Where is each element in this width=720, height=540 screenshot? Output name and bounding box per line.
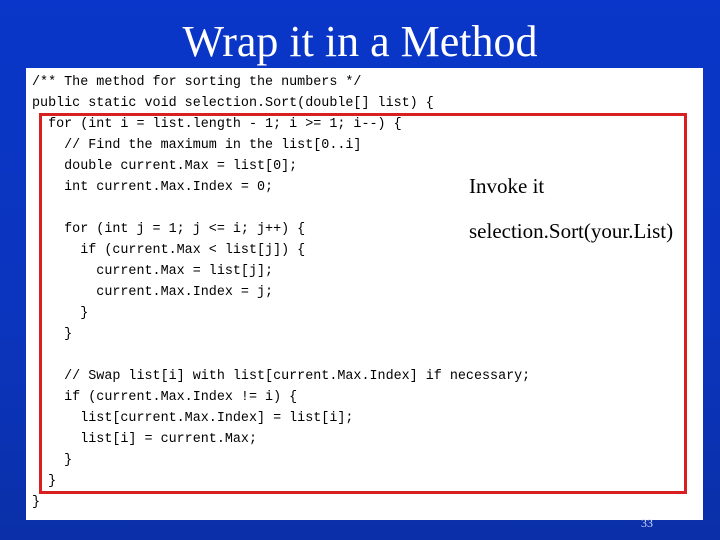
code-line: }	[32, 474, 57, 489]
code-line: for (int j = 1; j <= i; j++) {	[32, 222, 306, 237]
code-line: if (current.Max.Index != i) {	[32, 390, 298, 405]
code-line: current.Max = list[j];	[32, 264, 274, 279]
code-line: }	[32, 327, 73, 342]
code-line: }	[32, 495, 41, 510]
page-number: 33	[641, 516, 653, 530]
method-body-highlight	[39, 113, 687, 494]
code-line: list[current.Max.Index] = list[i];	[32, 411, 354, 426]
code-line: list[i] = current.Max;	[32, 432, 257, 447]
code-line: /** The method for sorting the numbers *…	[32, 75, 362, 90]
code-line: if (current.Max < list[j]) {	[32, 243, 306, 258]
code-line: }	[32, 306, 89, 321]
code-line: int current.Max.Index = 0;	[32, 180, 274, 195]
code-line: for (int i = list.length - 1; i >= 1; i-…	[32, 117, 402, 132]
code-line: // Swap list[i] with list[current.Max.In…	[32, 369, 531, 384]
code-block: /** The method for sorting the numbers *…	[32, 72, 530, 513]
code-line: public static void selection.Sort(double…	[32, 96, 434, 111]
invoke-label: Invoke it	[469, 174, 545, 198]
invoke-call-example: selection.Sort(your.List)	[469, 219, 674, 243]
code-line: // Find the maximum in the list[0..i]	[32, 138, 362, 153]
code-panel	[26, 68, 703, 520]
code-line: double current.Max = list[0];	[32, 159, 298, 174]
code-line: current.Max.Index = j;	[32, 285, 274, 300]
code-line: }	[32, 453, 73, 468]
slide-title: Wrap it in a Method	[182, 17, 538, 66]
